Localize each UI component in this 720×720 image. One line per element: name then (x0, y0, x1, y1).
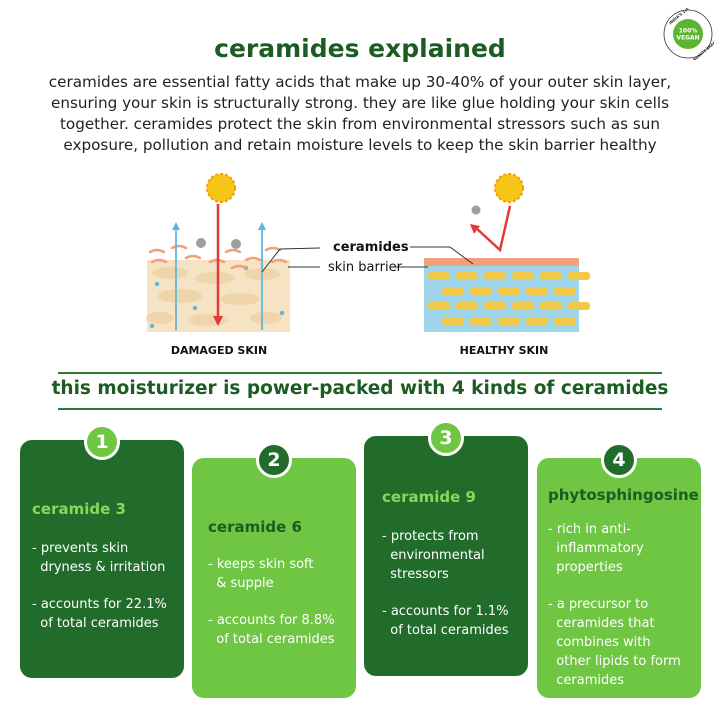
card-phytosphingosine: 4 phytosphingosine - rich in anti- infla… (537, 442, 701, 698)
card-points: - prevents skin dryness & irritation - a… (32, 539, 182, 651)
skin-cell (526, 287, 548, 295)
card-number-badge: 4 (601, 442, 637, 478)
card-title: phytosphingosine (548, 486, 699, 504)
card-point: - rich in anti- inflammatory properties (548, 522, 644, 575)
skin-cell (498, 317, 520, 325)
skin-cell (456, 302, 478, 310)
skin-cell (554, 287, 576, 295)
intro-paragraph: ceramides are essential fatty acids that… (48, 73, 672, 154)
skin-cell (554, 317, 576, 325)
skin-cell (498, 287, 520, 295)
skin-cell (442, 287, 464, 295)
skin-cell (470, 317, 492, 325)
page-title: ceramides explained (214, 34, 506, 63)
pollution-icon (196, 238, 241, 249)
card-title: ceramide 6 (208, 518, 302, 536)
card-ceramide-9: 3 ceramide 9 - protects from environment… (364, 420, 528, 676)
card-points: - protects from environmental stressors … (382, 527, 532, 658)
card-point: - accounts for 1.1% of total ceramides (382, 604, 509, 638)
skin-diagram: ceramides skin barrier DAMAGED SKIN HEAL… (146, 173, 590, 357)
card-title: ceramide 9 (382, 488, 476, 506)
skin-cell (428, 272, 450, 280)
divider-top (58, 372, 662, 374)
skin-cell (512, 272, 534, 280)
label-ceramides: ceramides (333, 240, 409, 255)
badge-center-line2: VEGAN (676, 35, 699, 42)
pollution-icon (471, 205, 481, 215)
card-point: - protects from environmental stressors (382, 529, 485, 582)
card-point: - accounts for 8.8% of total ceramides (208, 613, 335, 647)
divider-bottom (58, 408, 662, 410)
card-number-badge: 1 (84, 424, 120, 460)
label-damaged-skin: DAMAGED SKIN (171, 344, 267, 357)
card-points: - rich in anti- inflammatory properties … (548, 520, 698, 708)
card-title: ceramide 3 (32, 500, 126, 518)
skin-cell (484, 302, 506, 310)
damaged-skin-illustration (146, 173, 290, 332)
card-number-badge: 2 (256, 442, 292, 478)
card-ceramide-3: 1 ceramide 3 - prevents skin dryness & i… (20, 424, 184, 678)
skin-cell (568, 302, 590, 310)
sun-icon (494, 173, 524, 203)
card-point: - a precursor to ceramides that combines… (548, 597, 681, 688)
skin-cell (526, 317, 548, 325)
skin-cell (512, 302, 534, 310)
tagline: this moisturizer is power-packed with 4 … (51, 378, 669, 399)
skin-cell (484, 272, 506, 280)
skin-cell (442, 317, 464, 325)
label-healthy-skin: HEALTHY SKIN (460, 344, 549, 357)
skin-cell (428, 302, 450, 310)
sun-icon (206, 173, 236, 203)
healthy-skin-illustration (424, 173, 590, 332)
skin-cell (540, 272, 562, 280)
card-point: - accounts for 22.1% of total ceramides (32, 597, 167, 631)
card-point: - keeps skin soft & supple (208, 557, 314, 591)
skin-cell (456, 272, 478, 280)
card-points: - keeps skin soft & supple - accounts fo… (208, 555, 358, 667)
badge-center-line1: 100% (679, 28, 698, 35)
card-ceramide-6: 2 ceramide 6 - keeps skin soft & supple … (192, 442, 358, 698)
card-point: - prevents skin dryness & irritation (32, 541, 166, 575)
skin-cell (568, 272, 590, 280)
vegan-badge-icon: 100% VEGAN INDIA'S 1st BEAUTY BRAND (663, 8, 714, 60)
card-number-badge: 3 (428, 420, 464, 456)
skin-cell (470, 287, 492, 295)
label-skin-barrier: skin barrier (328, 260, 403, 275)
skin-cell (540, 302, 562, 310)
